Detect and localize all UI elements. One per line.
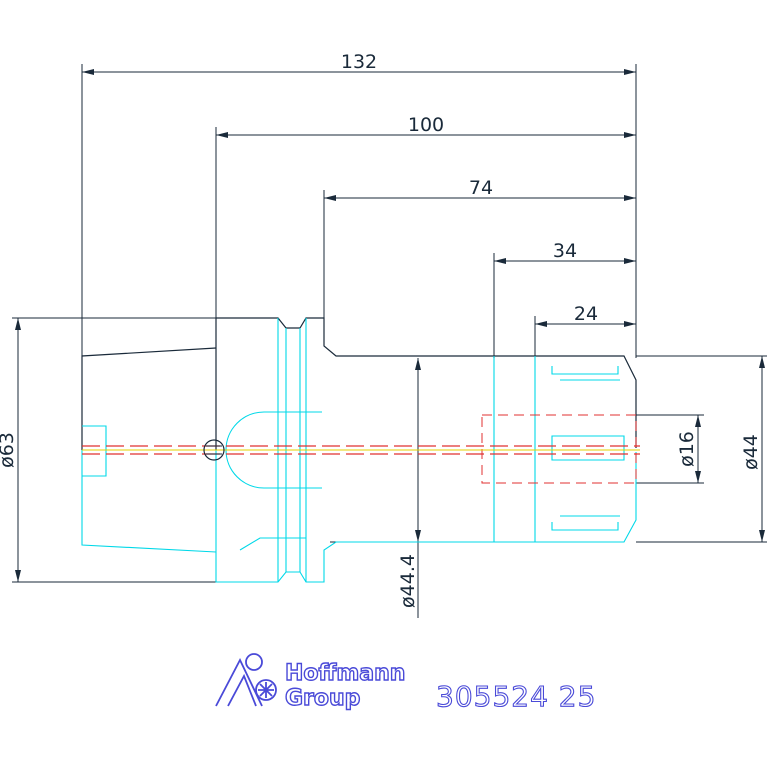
centerline [82, 445, 640, 455]
logo-line-2: Group [285, 686, 360, 711]
reference-circle-icon [203, 439, 225, 461]
part-number: 305524 25 [436, 680, 596, 713]
dim-text-dia44-4: ø44.4 [397, 554, 419, 608]
dim-text-24: 24 [574, 303, 598, 325]
hoffmann-logo-icon [215, 653, 277, 707]
dimension-arrows [15, 69, 765, 582]
dim-text-dia16: ø16 [676, 431, 698, 467]
dim-text-dia63: ø63 [0, 432, 18, 468]
dim-text-100: 100 [408, 114, 444, 136]
part-outline-upper [81, 317, 637, 450]
dim-text-132: 132 [341, 51, 377, 73]
dim-text-dia44: ø44 [740, 434, 762, 470]
dim-text-74: 74 [469, 177, 493, 199]
hoffmann-group-logo: Hoffmann Group [215, 653, 406, 712]
part-outline-lower [81, 318, 637, 583]
hidden-bore [481, 414, 637, 484]
dimension-lines [12, 64, 767, 618]
dim-text-34: 34 [553, 240, 577, 262]
logo-line-1: Hoffmann [285, 661, 405, 686]
